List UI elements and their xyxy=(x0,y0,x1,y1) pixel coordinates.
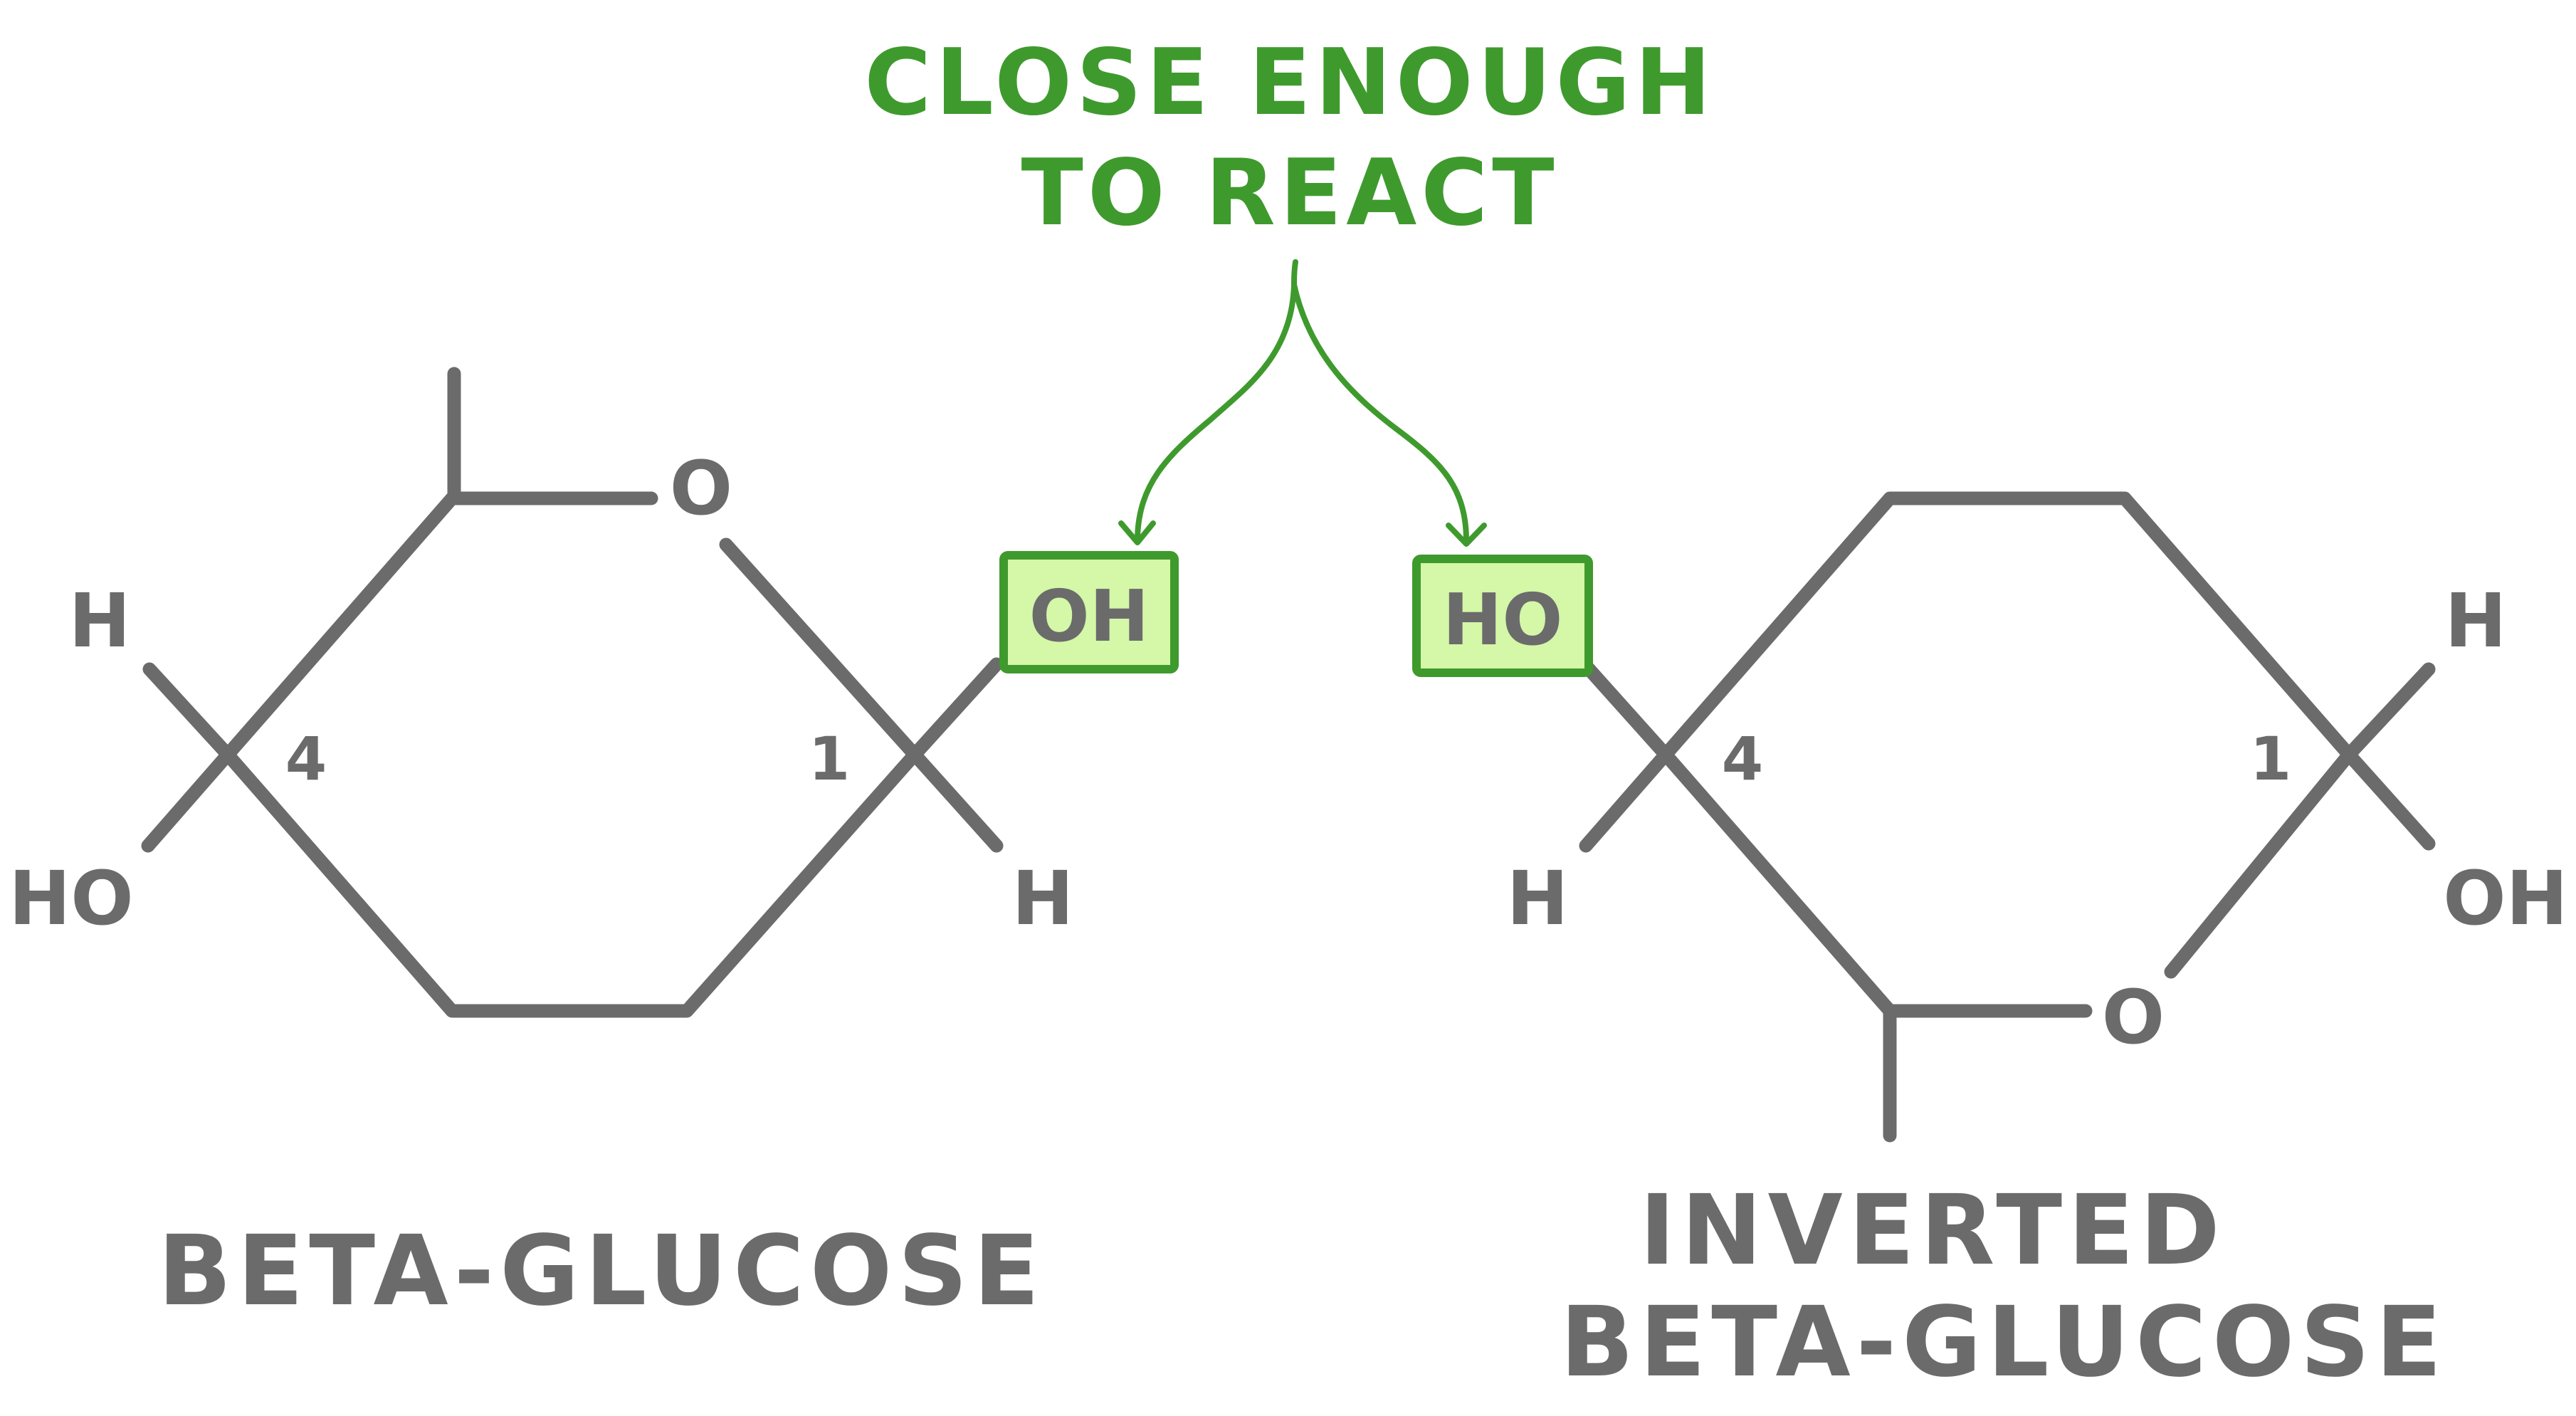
c4-h-label: H xyxy=(1506,855,1568,942)
arrow-stem xyxy=(1291,259,1298,288)
c4-ho-highlight-box xyxy=(1412,555,1593,677)
inverted-caption-line-1: INVERTED xyxy=(1639,1175,2226,1287)
reaction-arrows xyxy=(1118,259,1487,547)
c1-upper-bond xyxy=(908,657,1004,762)
c1-lower-bond xyxy=(908,748,1004,853)
c4-ho-label: HO xyxy=(9,855,133,942)
c1-oh-label: OH xyxy=(1029,575,1150,658)
arrowhead-left xyxy=(1118,520,1156,545)
inverted-beta-glucose-molecule: O HO H 4 1 H OH INVERTED BETA-GLUCOSE xyxy=(1412,491,2568,1399)
c4-upper-bond xyxy=(1579,659,1673,762)
arrowhead-right xyxy=(1446,523,1487,547)
ring-oxygen: O xyxy=(670,445,732,532)
c4-lower-bond xyxy=(141,748,235,853)
beta-glucose-molecule: O H HO 4 1 OH H BETA-GLUCOSE xyxy=(9,367,1179,1328)
carbon-4-label: 4 xyxy=(1722,724,1763,794)
c4-h-label: H xyxy=(68,577,130,664)
c1-oh-highlight-box xyxy=(999,551,1179,673)
c1-h-label: H xyxy=(2444,577,2506,664)
carbon-1-label: 1 xyxy=(809,724,850,794)
c1-lower-bond xyxy=(2342,748,2436,851)
carbon-4-label: 4 xyxy=(285,724,327,794)
arrow-to-left-oh xyxy=(1135,282,1297,540)
title: CLOSE ENOUGH TO REACT xyxy=(864,30,1715,246)
arrow-to-right-ho xyxy=(1291,282,1469,544)
beta-glucose-caption: BETA-GLUCOSE xyxy=(158,1215,1046,1328)
ring-oxygen: O xyxy=(2102,974,2165,1061)
carbon-1-label: 1 xyxy=(2250,724,2291,794)
c4-upper-bond xyxy=(142,662,235,762)
c1-oh-label: OH xyxy=(2443,855,2567,942)
inverted-caption-line-2: BETA-GLUCOSE xyxy=(1560,1286,2448,1399)
title-line-2: TO REACT xyxy=(1021,140,1559,246)
c1-upper-bond xyxy=(2342,662,2436,762)
c1-h-label: H xyxy=(1011,855,1073,942)
c4-ho-label: HO xyxy=(1443,578,1563,661)
ring-bond xyxy=(1658,491,2356,1018)
title-line-1: CLOSE ENOUGH xyxy=(864,30,1715,136)
c4-lower-bond xyxy=(1579,748,1673,853)
